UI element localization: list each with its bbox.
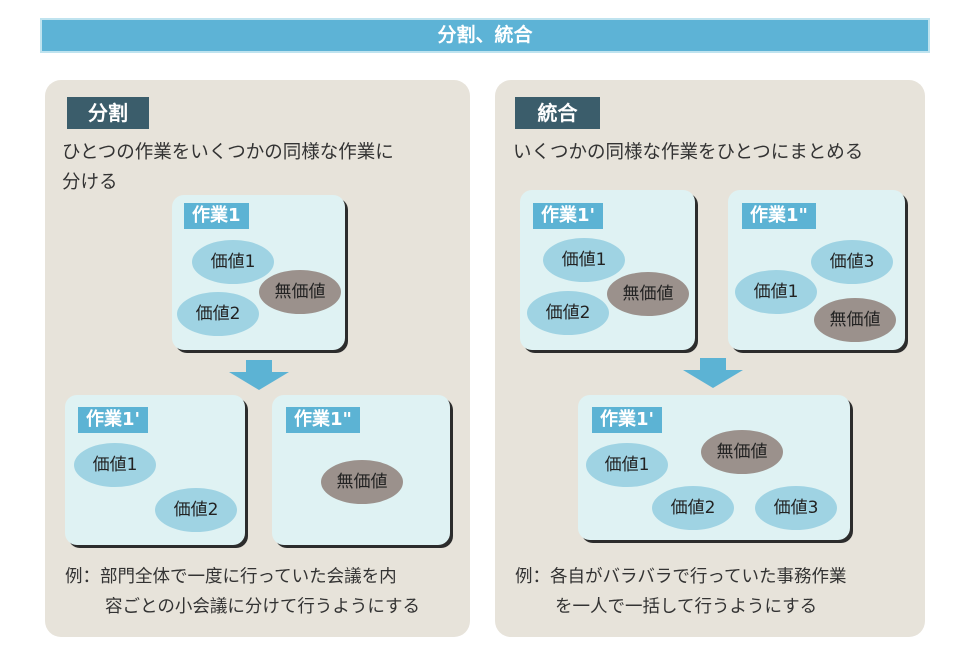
value-ellipse: 価値2: [527, 291, 609, 335]
page-title: 分割、統合: [40, 18, 930, 53]
task-tag: 作業1": [742, 203, 816, 229]
value-ellipse: 価値3: [755, 486, 837, 530]
task-tag: 作業1': [78, 407, 149, 433]
value-ellipse: 価値1: [74, 443, 156, 487]
example-line: 例：各自がバラバラで行っていた事務作業: [515, 567, 847, 587]
split-desc-line: ひとつの作業をいくつかの同様な作業に: [62, 142, 394, 163]
example-line: 例：部門全体で一度に行っていた会議を内: [65, 567, 397, 587]
example-line: 容ごとの小会議に分けて行うようにする: [105, 597, 420, 617]
down-arrow-icon: [246, 360, 272, 372]
no-value-ellipse: 無価値: [607, 272, 689, 316]
split-header: 分割: [67, 97, 149, 129]
no-value-ellipse: 無価値: [259, 270, 341, 314]
split-desc-line: 分ける: [62, 172, 118, 193]
example-line: を一人で一括して行うようにする: [555, 597, 818, 617]
value-ellipse: 価値2: [155, 488, 237, 532]
merge-description: いくつかの同様な作業をひとつにまとめる: [513, 142, 864, 163]
value-ellipse: 価値1: [586, 443, 668, 487]
merge-header: 統合: [515, 97, 600, 129]
value-ellipse: 価値1: [735, 270, 817, 314]
value-ellipse: 価値1: [192, 240, 274, 284]
no-value-ellipse: 無価値: [321, 460, 403, 504]
down-arrow-icon: [229, 372, 289, 390]
value-ellipse: 価値3: [811, 240, 893, 284]
no-value-ellipse: 無価値: [701, 430, 783, 474]
task-tag: 作業1": [286, 407, 360, 433]
split-description: ひとつの作業をいくつかの同様な作業に 分ける: [62, 138, 394, 198]
no-value-ellipse: 無価値: [814, 298, 896, 342]
merge-example: 例：各自がバラバラで行っていた事務作業 を一人で一括して行うようにする: [515, 562, 846, 622]
value-ellipse: 価値1: [543, 238, 625, 282]
split-example: 例：部門全体で一度に行っていた会議を内 容ごとの小会議に分けて行うようにする: [65, 562, 420, 622]
task-tag: 作業1': [533, 203, 604, 229]
value-ellipse: 価値2: [177, 292, 259, 336]
task-tag: 作業1: [184, 203, 249, 229]
value-ellipse: 価値2: [652, 486, 734, 530]
down-arrow-icon: [700, 358, 726, 370]
task-tag: 作業1': [592, 407, 663, 433]
down-arrow-icon: [683, 370, 743, 388]
